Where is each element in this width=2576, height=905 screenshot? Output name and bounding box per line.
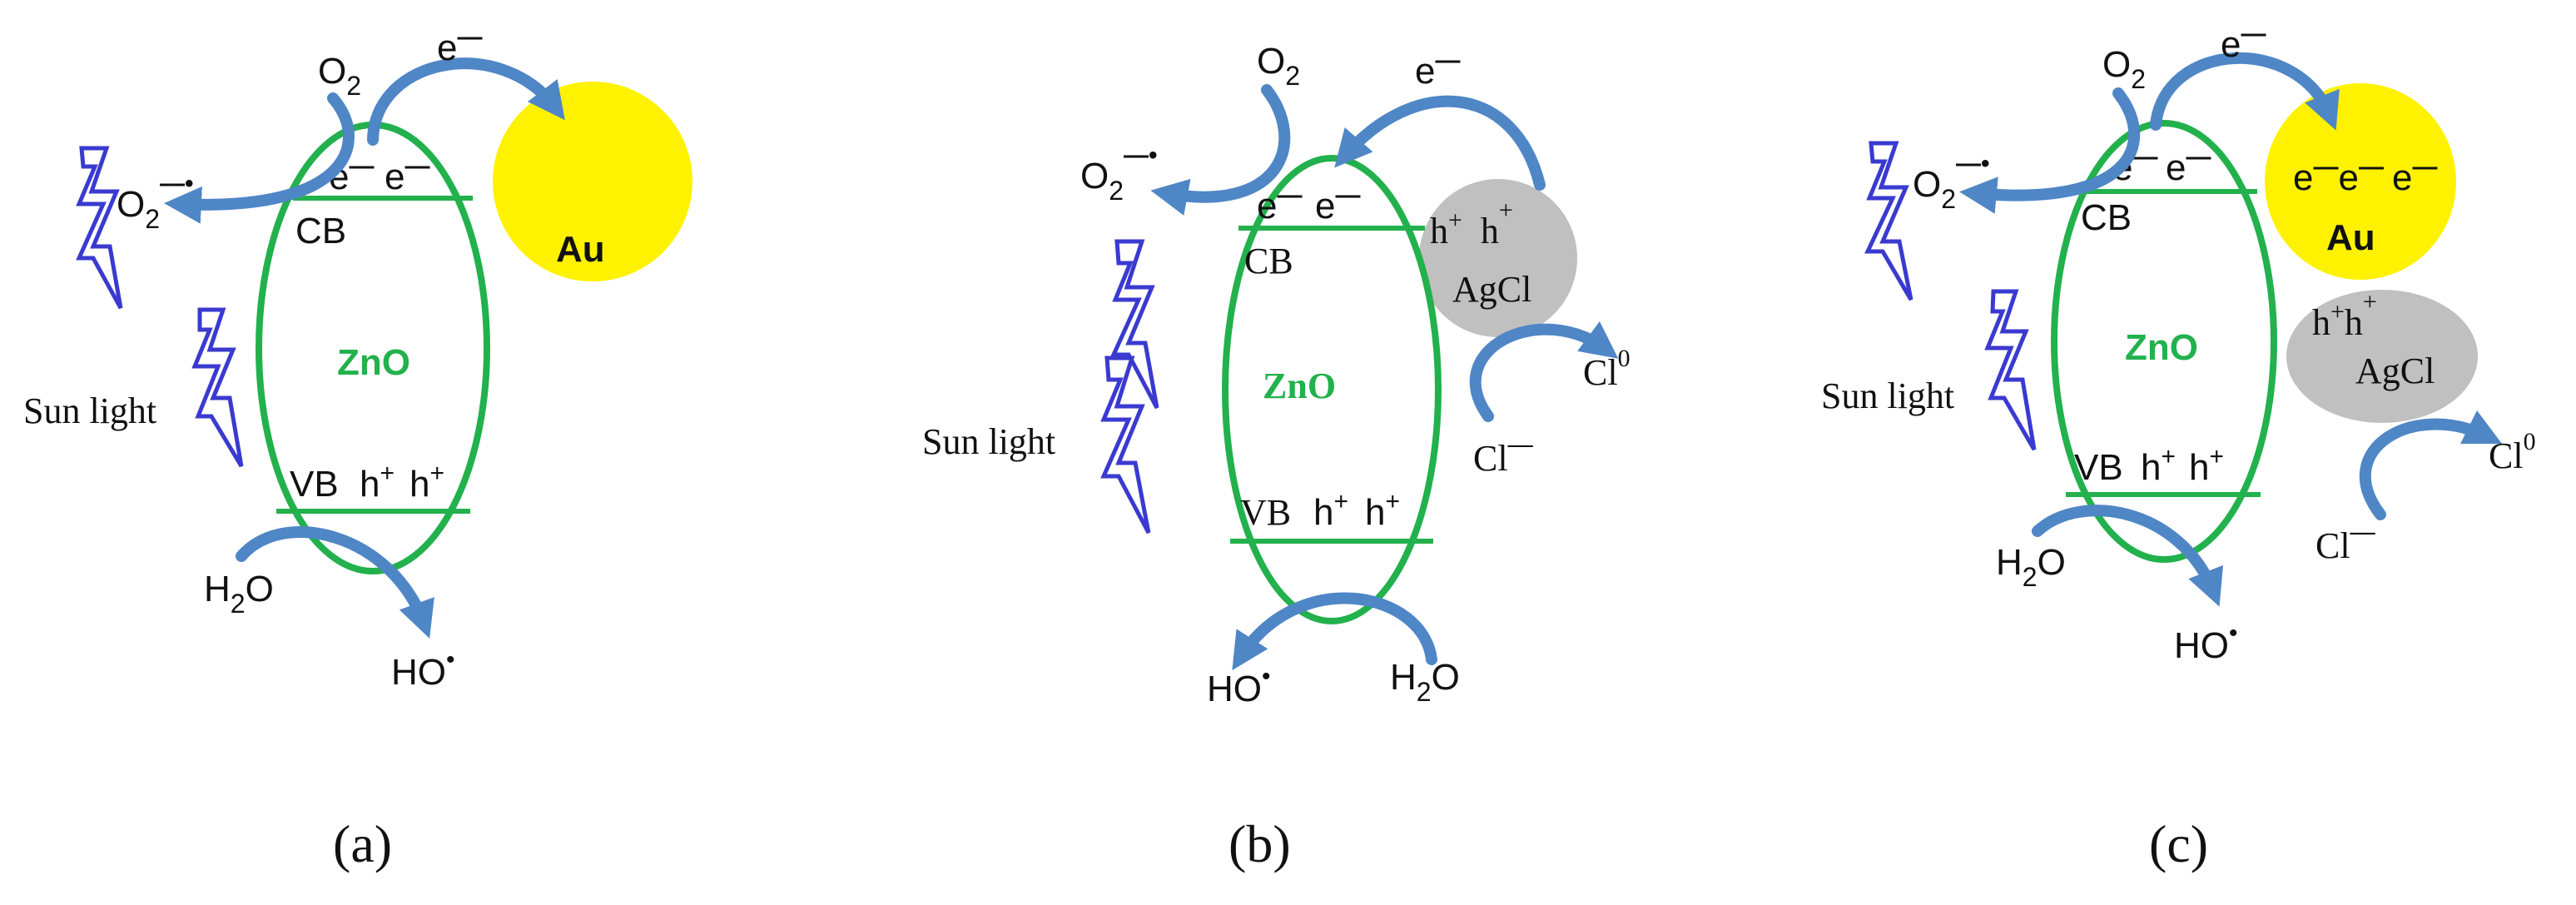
au-electrons: e—e—e—	[2293, 153, 2437, 198]
electron-label: e—	[437, 23, 482, 68]
svg-text:h+: h+	[1365, 488, 1400, 533]
zno-particle	[1222, 155, 1442, 624]
h2o-label: H2O	[1996, 542, 2066, 592]
cb-label: CB	[1244, 241, 1293, 281]
svg-text:e—: e—	[2166, 143, 2211, 188]
svg-text:h+: h+	[360, 460, 395, 505]
sun-light-label: Sun light	[922, 421, 1055, 462]
au-particle	[493, 82, 692, 281]
o2-label: O2	[2102, 44, 2146, 94]
svg-text:e—: e—	[1315, 181, 1360, 226]
zno-label: ZnO	[1263, 365, 1336, 406]
superoxide-label: O2—•	[1080, 142, 1158, 206]
water-oxidation-arrow	[2032, 505, 2224, 607]
o2-reduction-arrow	[1150, 84, 1291, 216]
agcl-label: AgCl	[1452, 269, 1531, 310]
light-bolt-icon	[191, 307, 244, 468]
caption-a: (a)	[333, 814, 392, 873]
vb-holes: h+ h+	[360, 460, 444, 505]
o2-reduction-arrow	[164, 92, 355, 224]
h2o-label: H2O	[204, 569, 274, 619]
svg-text:h+: h+	[2141, 443, 2176, 488]
cl-minus-label: Cl—	[2315, 518, 2376, 566]
light-bolt-icon	[1984, 289, 2037, 451]
o2-reduction-arrow	[1959, 87, 2141, 214]
svg-text:e—: e—	[385, 152, 429, 197]
au-label: Au	[556, 229, 605, 270]
electron-transfer-arrow	[367, 57, 565, 146]
vb-holes: h+ h+	[1313, 488, 1400, 533]
sun-light-label: Sun light	[23, 390, 156, 431]
electron-label: e—	[2221, 20, 2266, 65]
sun-light-label: Sun light	[1821, 375, 1954, 416]
au-label: Au	[2326, 217, 2375, 258]
svg-text:h+: h+	[409, 460, 444, 505]
water-oxidation-arrow	[236, 526, 434, 639]
svg-text:e—: e—	[1257, 181, 1302, 226]
cb-electrons: e— e—	[1257, 181, 1360, 226]
panel-b: h+h+ AgCl ZnO CB VB e— e— h+ h+ e— O2 O2…	[922, 41, 1630, 873]
zno-label: ZnO	[337, 342, 410, 383]
zno-label: ZnO	[2125, 327, 2198, 368]
o2-label: O2	[1257, 41, 1300, 91]
chloride-oxidation-arrow	[1469, 321, 1619, 422]
hydroxyl-label: HO•	[391, 646, 455, 693]
superoxide-label: O2—•	[1913, 150, 1990, 214]
o2-label: O2	[318, 51, 361, 101]
light-bolt-icon	[1110, 239, 1159, 410]
svg-text:h+: h+	[2189, 443, 2224, 488]
vb-label: VB	[2074, 447, 2123, 488]
light-bolt-icon	[1100, 356, 1151, 535]
light-bolt-icon	[1864, 141, 1913, 301]
agcl-label: AgCl	[2355, 351, 2435, 391]
panel-c: e—e—e— Au h+h+ AgCl ZnO CB VB e— e— h+ h…	[1821, 20, 2536, 873]
cl0-label: Cl0	[2489, 428, 2536, 476]
vb-holes: h+ h+	[2141, 443, 2224, 488]
hydroxyl-label: HO•	[1207, 663, 1271, 709]
caption-b: (b)	[1228, 814, 1291, 873]
agcl-particle	[2286, 290, 2478, 423]
caption-c: (c)	[2149, 814, 2208, 873]
agcl-holes: h+h+	[1430, 196, 1513, 251]
zno-particle	[2051, 120, 2277, 563]
vb-label: VB	[1240, 492, 1291, 533]
hydroxyl-label: HO•	[2174, 619, 2238, 666]
panel-a: Au ZnO CB VB e— e— h+ h+ e— O2 O2—• H2O …	[23, 23, 692, 873]
superoxide-label: O2—•	[117, 170, 194, 234]
h2o-label: H2O	[1390, 657, 1460, 707]
svg-text:h+: h+	[1313, 488, 1348, 533]
au-particle	[2265, 83, 2456, 280]
electron-label: e—	[1415, 47, 1460, 92]
vb-label: VB	[290, 464, 339, 505]
water-oxidation-arrow	[1232, 592, 1437, 671]
agcl-particle	[1419, 179, 1577, 337]
chloride-oxidation-arrow	[2359, 410, 2503, 520]
agcl-holes: h+h+	[2312, 288, 2377, 343]
cl-minus-label: Cl—	[1473, 430, 1534, 479]
cb-label: CB	[295, 211, 346, 251]
electron-transfer-arrow	[1334, 95, 1546, 191]
light-bolt-icon	[76, 146, 123, 310]
cb-label: CB	[2081, 197, 2132, 238]
cl0-label: Cl0	[1583, 345, 1630, 393]
electron-transfer-arrow	[2150, 52, 2340, 131]
